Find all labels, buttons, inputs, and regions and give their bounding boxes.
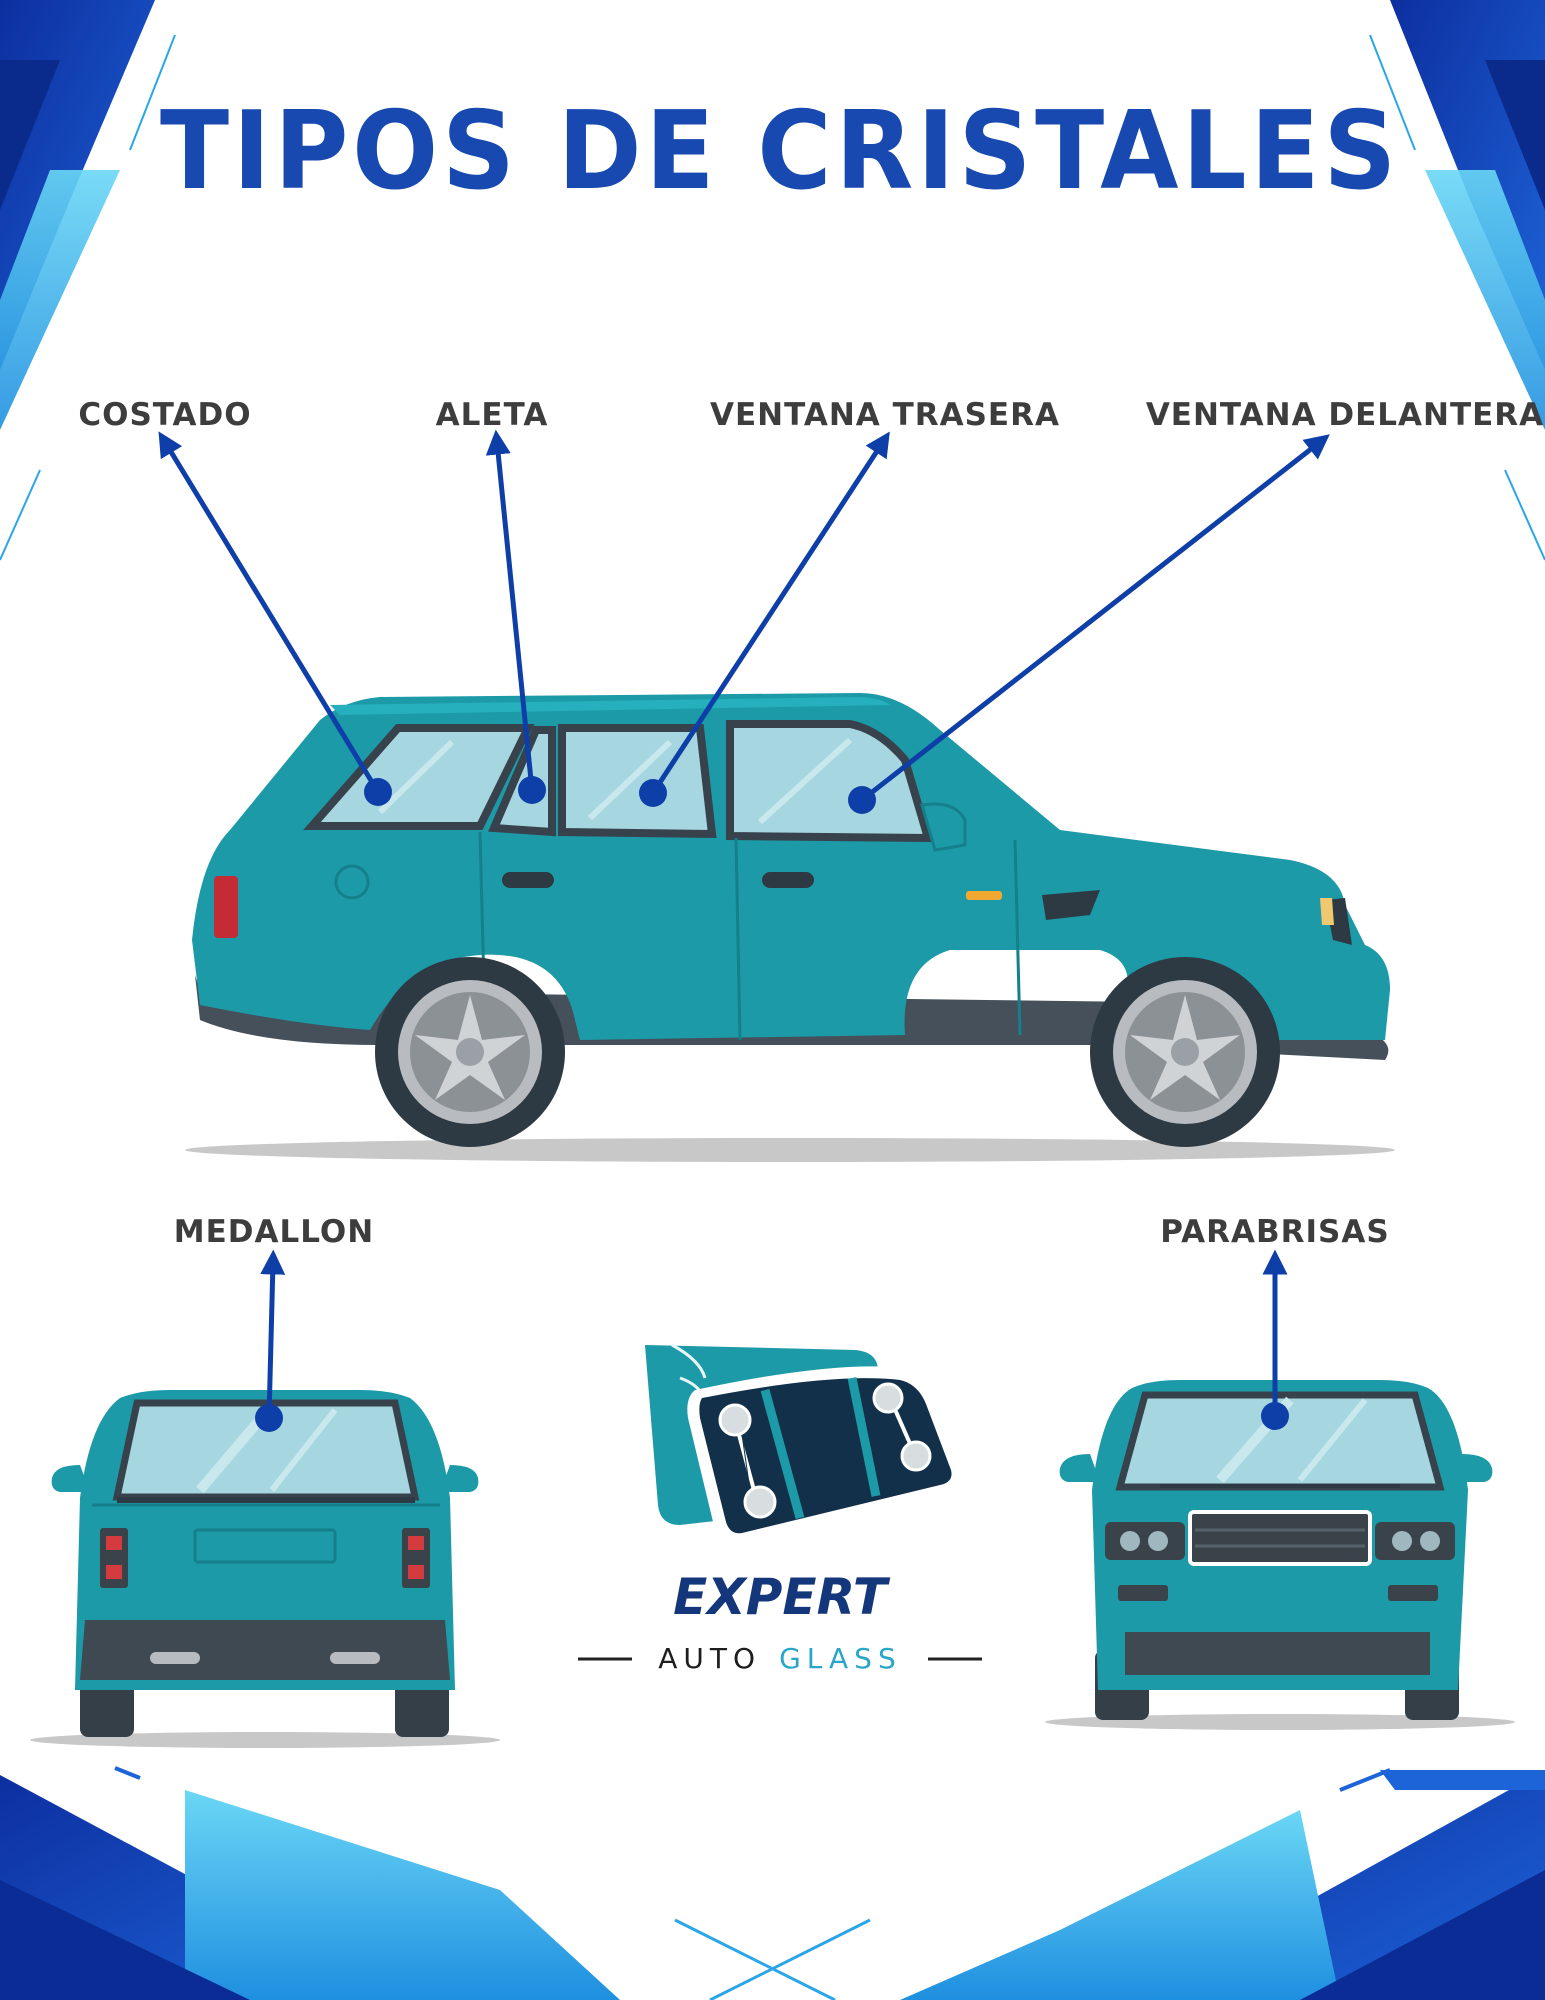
brand-name: EXPERT <box>673 1568 891 1626</box>
dot-ventana-trasera <box>639 779 667 807</box>
arrow-ventana-delantera <box>860 434 1330 802</box>
side-view-callouts: COSTADO ALETA VENTANA TRASERA VENTANA DE… <box>78 397 1544 814</box>
front-wheel <box>1090 957 1280 1147</box>
label-ventana-trasera: VENTANA TRASERA <box>710 397 1060 433</box>
page-title: TIPOS DE CRISTALES <box>160 89 1400 214</box>
suv-front-view <box>1045 1380 1515 1730</box>
brand-logo: EXPERT AUTO GLASS <box>578 1343 982 1675</box>
rear-wheel <box>375 957 565 1147</box>
label-parabrisas: PARABRISAS <box>1160 1214 1389 1250</box>
label-medallon: MEDALLON <box>174 1214 374 1250</box>
brand-tagline: AUTO GLASS <box>658 1642 901 1675</box>
brand-tagline-auto: AUTO <box>658 1642 761 1675</box>
suv-rear-view <box>30 1390 500 1748</box>
windshield-logo-icon <box>645 1343 966 1546</box>
side-glass <box>303 720 934 843</box>
label-ventana-delantera: VENTANA DELANTERA <box>1146 397 1544 433</box>
dot-medallon <box>255 1404 283 1432</box>
dot-costado <box>364 778 392 806</box>
brand-tagline-glass: GLASS <box>779 1642 902 1675</box>
arrow-aleta <box>485 429 535 791</box>
label-costado: COSTADO <box>78 397 251 433</box>
arrow-ventana-trasera <box>650 431 890 795</box>
dot-aleta <box>518 776 546 804</box>
dot-parabrisas <box>1261 1402 1289 1430</box>
dot-ventana-delantera <box>848 786 876 814</box>
label-aleta: ALETA <box>436 397 549 433</box>
front-rear-callouts: MEDALLON PARABRISAS <box>174 1214 1389 1432</box>
arrow-costado <box>158 431 381 794</box>
suv-side-view <box>185 693 1395 1162</box>
arrow-medallon <box>260 1249 286 1419</box>
